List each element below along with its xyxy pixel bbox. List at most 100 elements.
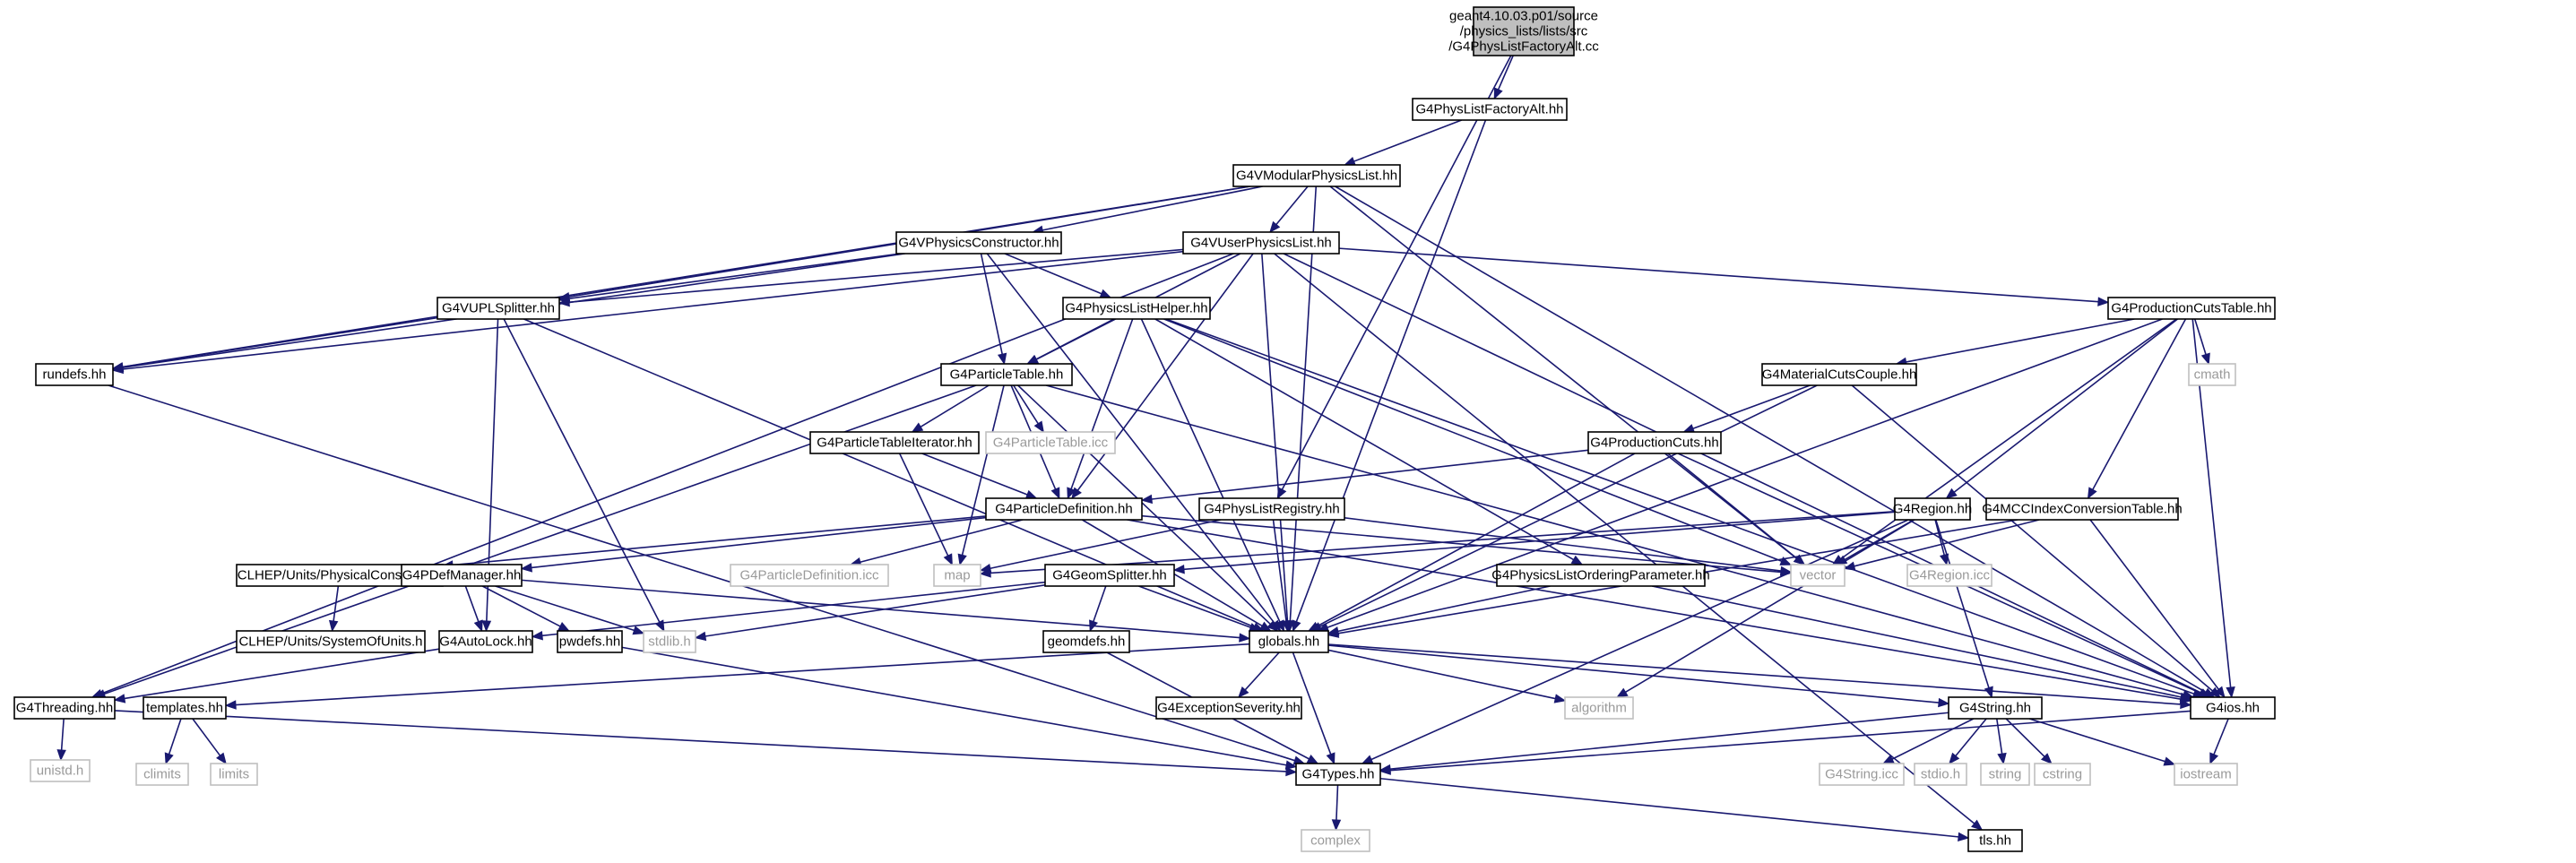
node-pdef[interactable]: G4ParticleDefinition.hh [985,497,1143,521]
node-autolock[interactable]: G4AutoLock.hh [438,630,533,653]
arrowhead-icon [473,619,483,633]
node-pdefmgr[interactable]: G4PDefManager.hh [401,564,523,587]
node-box [985,431,1116,454]
edge-globals-to-g4types [1292,652,1336,765]
edge-line [1327,649,1556,700]
nodes-layer: geant4.10.03.p01/source/physics_lists/li… [13,6,2276,852]
node-box [1948,696,2043,720]
node-vupl[interactable]: G4VUPLSplitter.hh [437,297,560,320]
edge-helper-to-pdef [1067,318,1134,500]
edge-g4string-to-iostream [2028,718,2176,766]
node-box [1182,231,1340,255]
node-label: tls.hh [1979,833,2011,849]
node-label: rundefs.hh [43,367,107,383]
node-label: climits [143,767,181,782]
edge-g4types-to-complex [1331,784,1342,832]
edge-line [621,646,1287,766]
node-prodcutstable[interactable]: G4ProductionCutsTable.hh [2107,297,2276,320]
node-label: G4PhysicsListHelper.hh [1065,301,1207,316]
node-matcuts[interactable]: G4MaterialCutsCouple.hh [1761,363,1917,386]
node-label: /G4PhysListFactoryAlt.cc [1448,39,1599,55]
edge-line [1244,652,1280,691]
node-label: string [1989,767,2022,782]
node-box [2034,763,2091,786]
node-geomsplit[interactable]: G4GeomSplitter.hh [1044,564,1175,587]
node-label: G4VUPLSplitter.hh [442,301,555,316]
node-threading[interactable]: G4Threading.hh [13,696,116,720]
node-exception[interactable]: G4ExceptionSeverity.hh [1155,696,1302,720]
node-pdeficc: G4ParticleDefinition.icc [730,564,889,587]
node-vmodular[interactable]: G4VModularPhysicsList.hh [1232,164,1401,187]
edge-pdef-to-clhepphys [441,515,987,570]
edge-pdefmgr-to-globals [521,579,1251,643]
node-label: G4ParticleTable.hh [950,367,1064,383]
node-vphyscons[interactable]: G4VPhysicsConstructor.hh [895,231,1062,255]
node-label: unistd.h [37,764,84,779]
node-box [1295,763,1381,786]
arrowhead-icon [1984,686,1993,699]
node-globals[interactable]: globals.hh [1249,630,1329,653]
node-helper[interactable]: G4PhysicsListHelper.hh [1062,297,1211,320]
node-g4types[interactable]: G4Types.hh [1295,763,1381,786]
edge-line [1045,384,2184,695]
edge-geomsplit-to-autolock [531,581,1046,641]
edge-line [2089,519,2219,690]
node-pwdefs[interactable]: pwdefs.hh [557,630,623,653]
node-label: G4GeomSplitter.hh [1052,568,1167,583]
node-ptableiter[interactable]: G4ParticleTableIterator.hh [809,431,980,454]
edge-line [122,186,1250,368]
edge-line [1953,318,2179,493]
edge-threading-to-g4types [114,710,1298,777]
edge-line [705,584,1046,637]
node-label: G4PhysListRegistry.hh [1204,502,1339,517]
node-prodcuts[interactable]: G4ProductionCuts.hh [1587,431,1722,454]
edge-geomsplit-to-globals [1138,585,1261,632]
node-vuser[interactable]: G4VUserPhysicsList.hh [1182,231,1340,255]
edge-line [1292,652,1332,755]
node-rundefs[interactable]: rundefs.hh [35,363,114,386]
node-factory[interactable]: G4PhysListFactoryAlt.hh [1412,98,1568,121]
node-box [438,630,533,653]
node-label: G4PDefManager.hh [402,568,522,583]
node-label: G4String.icc [1825,767,1898,782]
arrowhead-icon [1292,619,1301,633]
node-box [643,630,696,653]
node-label: G4ProductionCuts.hh [1590,436,1718,451]
node-registry[interactable]: G4PhysListRegistry.hh [1198,497,1345,521]
arrowhead-icon [1050,487,1060,500]
node-ordering[interactable]: G4PhysicsListOrderingParameter.hh [1491,564,1710,587]
node-geomdefs[interactable]: geomdefs.hh [1042,630,1130,653]
node-templates[interactable]: templates.hh [143,696,227,720]
edge-line [1370,519,1909,761]
node-label: templates.hh [146,701,223,716]
node-mcc[interactable]: G4MCCIndexConversionTable.hh [1982,497,2183,521]
edge-line [1379,777,1959,838]
node-tls[interactable]: tls.hh [1967,829,2023,852]
node-ptableicc: G4ParticleTable.icc [985,431,1116,454]
node-g4string[interactable]: G4String.hh [1948,696,2043,720]
node-g4ios[interactable]: G4ios.hh [2190,696,2276,720]
edge-line [1497,55,1514,91]
node-clhepunits[interactable]: CLHEP/Units/SystemOfUnits.h [236,630,426,653]
arrowhead-icon [1089,619,1098,633]
node-cstring: cstring [2034,763,2091,786]
node-region[interactable]: G4Region.hh [1893,497,1972,521]
edge-line [1004,253,1102,295]
edge-geomsplit-to-stdlib [694,584,1046,642]
edge-line [1840,318,2177,560]
arrowhead-icon [1344,156,1356,166]
edge-vmodular-to-vuser [1269,186,1309,234]
edge-vmodular-to-vphyscons [1032,186,1263,235]
edge-ordering-to-globals [1327,585,1551,636]
arrowhead-icon [1172,565,1185,574]
edge-line [2005,718,2045,757]
node-box [1564,696,1634,720]
node-root[interactable]: geant4.10.03.p01/source/physics_lists/li… [1448,6,1599,56]
edge-line [114,710,1287,772]
node-ptable[interactable]: G4ParticleTable.hh [940,363,1073,386]
edge-line [60,718,65,751]
edge-globals-to-exception [1237,652,1280,698]
node-label: geomdefs.hh [1048,634,1126,650]
edge-line [1389,712,1949,770]
